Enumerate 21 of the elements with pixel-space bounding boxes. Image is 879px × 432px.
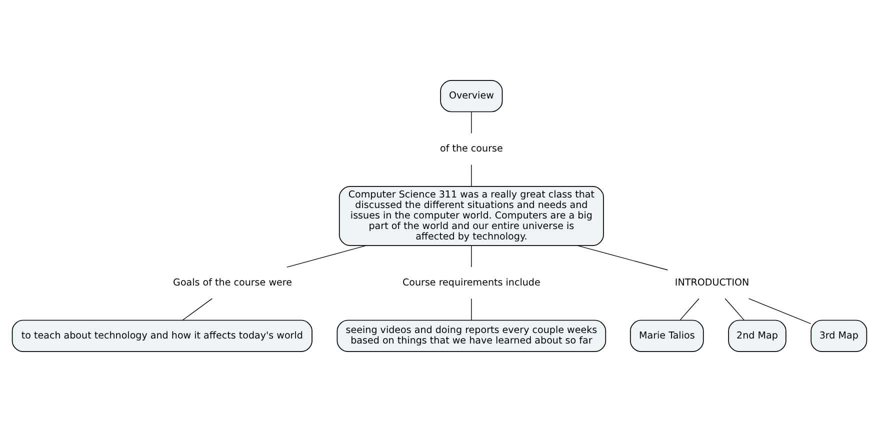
connector bbox=[471, 245, 472, 268]
node-text: Course requirements include bbox=[402, 277, 540, 288]
connector bbox=[471, 164, 472, 187]
connector bbox=[471, 111, 472, 134]
node-box: Marie Talios bbox=[630, 320, 704, 352]
node-box: Overview bbox=[440, 80, 503, 112]
node-text: of the course bbox=[440, 144, 503, 155]
node-box: Computer Science 311 was a really great class that discussed the different situations and needs and issues in the computer world. Computers are a big part of the world and our entire universe is affected by technology. bbox=[338, 186, 604, 246]
connector bbox=[748, 298, 812, 324]
node-box: to teach about technology and how it affects today's world bbox=[12, 320, 312, 352]
connector bbox=[724, 298, 744, 320]
connector bbox=[576, 245, 668, 270]
node-text: Goals of the course were bbox=[173, 277, 292, 288]
connector bbox=[680, 298, 700, 320]
connector bbox=[182, 298, 213, 321]
node-text: INTRODUCTION bbox=[674, 277, 750, 288]
node-box: 3rd Map bbox=[810, 320, 868, 352]
connector bbox=[286, 245, 367, 268]
connector bbox=[471, 298, 472, 320]
node-box: seeing videos and doing reports every couple weeks based on things that we have learned about so far bbox=[336, 320, 606, 352]
node-box: 2nd Map bbox=[728, 320, 786, 352]
